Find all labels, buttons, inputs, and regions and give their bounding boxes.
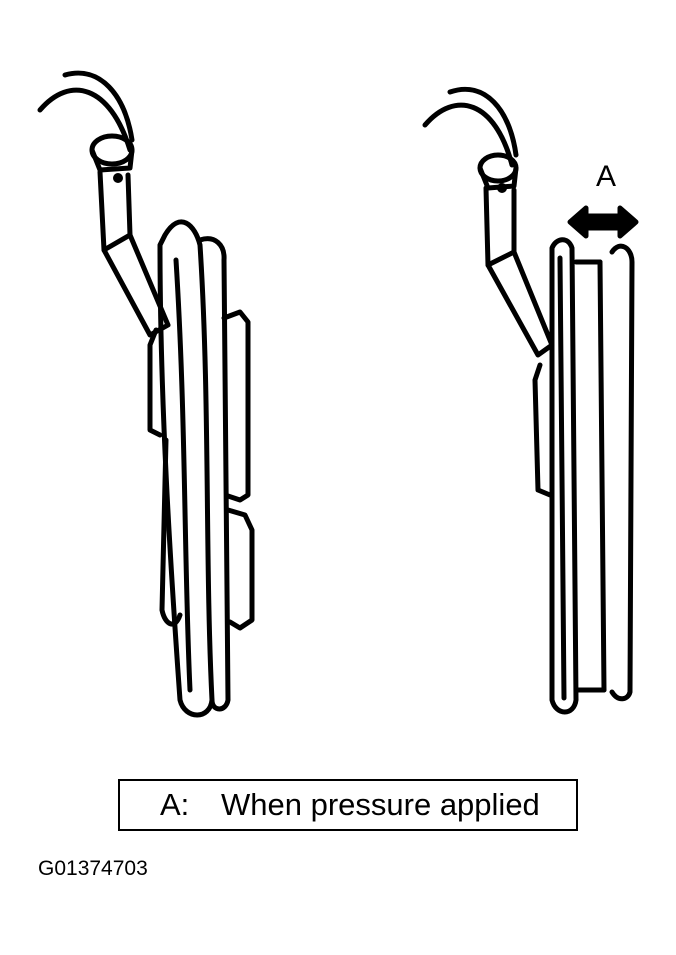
left-clutch-assembly xyxy=(37,70,255,718)
clutch-release-diagram xyxy=(37,70,639,718)
movement-arrow-icon xyxy=(567,205,639,239)
legend-description: When pressure applied xyxy=(221,787,540,822)
figure-id: G01374703 xyxy=(38,857,148,880)
left-pressure-plate xyxy=(147,219,255,718)
right-clutch-assembly xyxy=(422,86,639,715)
legend-key: A: xyxy=(160,787,190,822)
right-pressure-plate xyxy=(532,237,635,715)
callout-label-a: A xyxy=(596,160,617,193)
legend-box: A: When pressure applied xyxy=(118,779,578,831)
right-release-fork xyxy=(422,86,555,358)
left-release-fork xyxy=(37,70,171,338)
